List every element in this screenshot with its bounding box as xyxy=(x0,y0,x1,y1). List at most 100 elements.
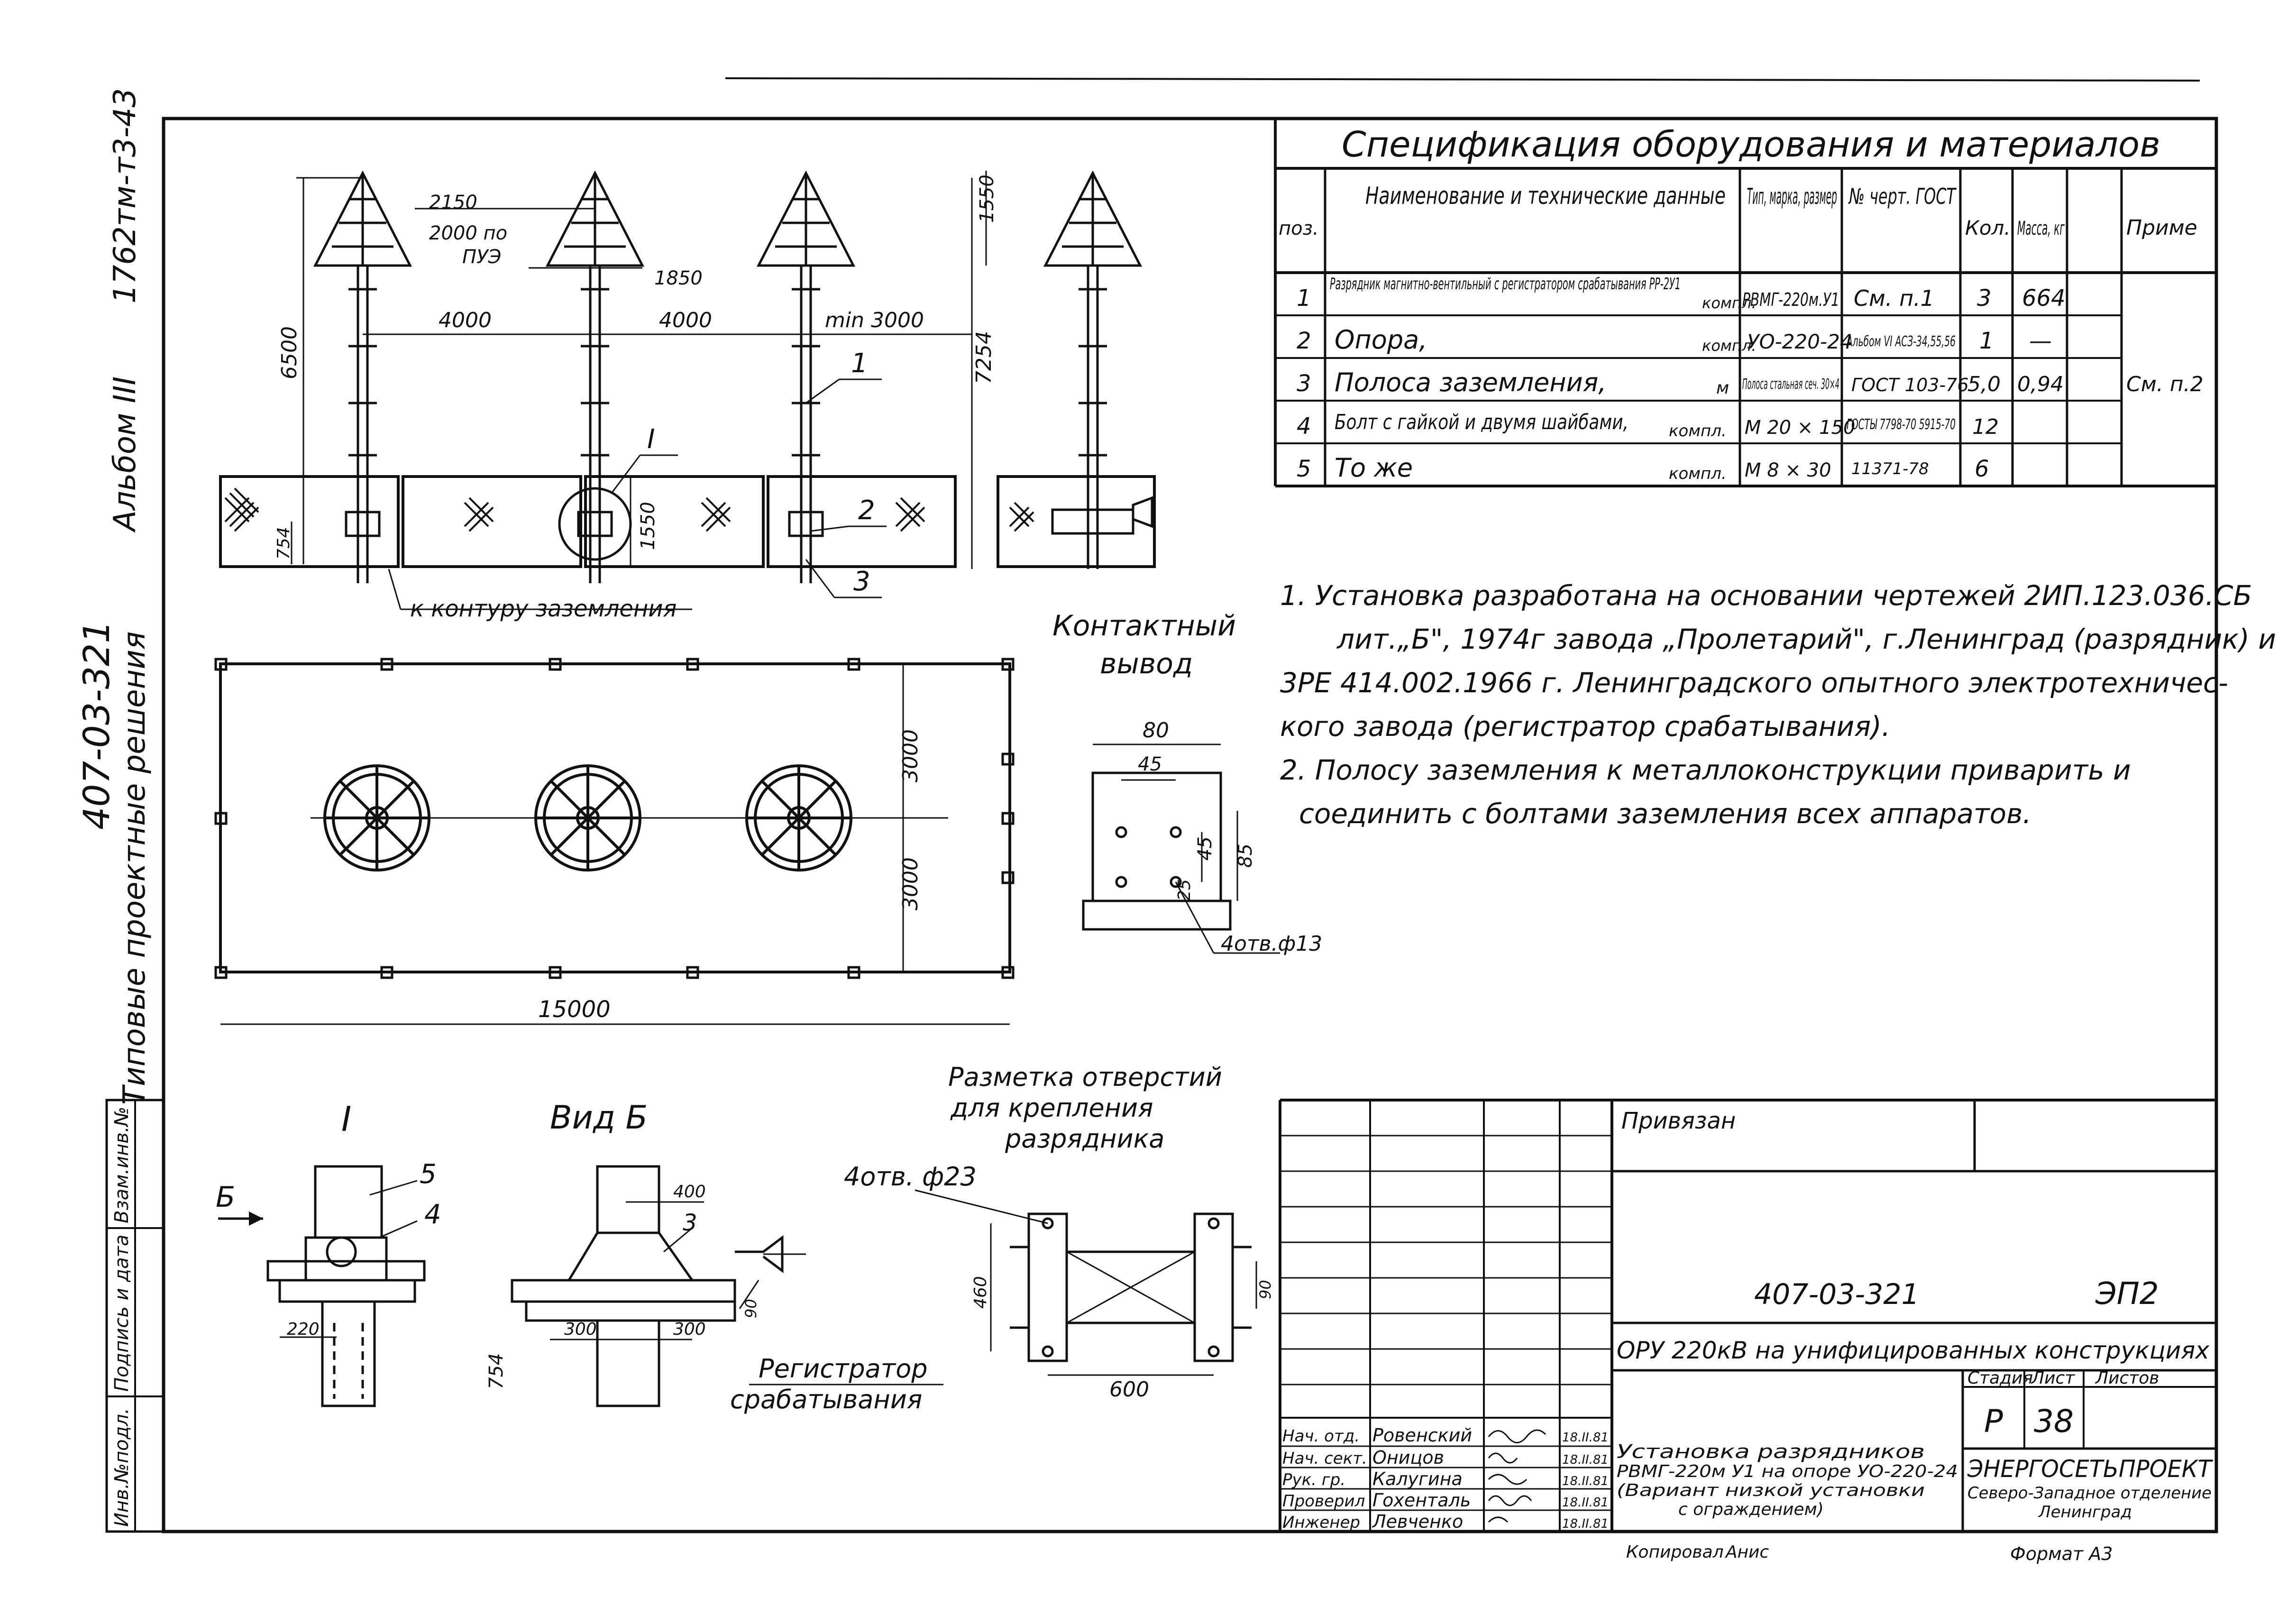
callout-I: I xyxy=(647,424,655,455)
svg-text:Опора,: Опора, xyxy=(1335,325,1427,355)
top-trim-line xyxy=(725,77,2200,82)
dim-4000b: 4000 xyxy=(659,308,712,332)
callout-1: 1 xyxy=(851,348,868,379)
side-album: Альбом III xyxy=(108,376,143,533)
dim-600: 600 xyxy=(1109,1377,1149,1402)
svg-text:4: 4 xyxy=(1297,413,1311,440)
svg-text:18.II.81: 18.II.81 xyxy=(1562,1517,1609,1531)
svg-text:2: 2 xyxy=(1297,328,1311,354)
tb-person-1: Нач. отд. Ровенский 18.II.81 xyxy=(1282,1425,1609,1446)
tb-stage: Р xyxy=(1984,1403,2003,1440)
svg-text:1: 1 xyxy=(1297,285,1311,312)
svg-text:Ровенский: Ровенский xyxy=(1372,1425,1472,1446)
svg-text:компл.: компл. xyxy=(1669,422,1727,440)
dim-220: 220 xyxy=(287,1320,320,1339)
label-holes-13: 4отв.ф13 xyxy=(1221,932,1322,956)
arrester-3 xyxy=(756,170,856,583)
dim-25: 25 xyxy=(1175,879,1194,901)
dim-754: 754 xyxy=(274,527,293,560)
spec-row-4: 4 Болт с гайкой и двумя шайбами, компл. … xyxy=(1297,410,1999,440)
dim-1850: 1850 xyxy=(654,267,703,289)
svg-text:Нач. отд.: Нач. отд. xyxy=(1282,1427,1360,1446)
dim-300b: 300 xyxy=(673,1320,706,1339)
callout-5: 5 xyxy=(420,1159,437,1190)
spec-h-qty: Кол. xyxy=(1965,216,2011,239)
sheet-frame xyxy=(162,117,2218,1533)
contact-title-2: вывод xyxy=(1100,647,1193,680)
svg-text:То же: То же xyxy=(1335,453,1413,483)
side-code: 1762тм-т3-43 xyxy=(108,88,143,303)
dim-45b: 45 xyxy=(1194,836,1216,861)
label-reg-1: Регистратор xyxy=(759,1354,928,1384)
svg-text:Рук. гр.: Рук. гр. xyxy=(1282,1470,1345,1489)
spec-title: Спецификация оборудования и материалов xyxy=(1342,124,2160,165)
dim-300a: 300 xyxy=(564,1320,597,1339)
tb-copied: Копировал xyxy=(1626,1542,1724,1562)
spec-row-1: 1 Разрядник магнитно-вентильный с регист… xyxy=(1297,275,2066,312)
tb-object: ОРУ 220кВ на унифицированных конструкция… xyxy=(1617,1337,2209,1364)
front-dimension-lines xyxy=(291,171,987,569)
svg-text:м: м xyxy=(1716,378,1729,398)
arrester-1 xyxy=(313,170,412,583)
tb-org-1: ЭНЕРГОСЕТЬПРОЕКТ xyxy=(1967,1455,2213,1483)
contact-terminal xyxy=(1082,743,1280,954)
dim-3000b: 3000 xyxy=(898,857,923,910)
svg-text:Гохенталь: Гохенталь xyxy=(1372,1490,1471,1511)
dim-80: 80 xyxy=(1143,718,1169,743)
arrow-B-head xyxy=(249,1211,263,1226)
svg-text:3: 3 xyxy=(1297,370,1311,397)
tb-person-5: Инженер Левченко 18.II.81 xyxy=(1282,1511,1609,1532)
tb-org-2: Северо-Западное отделение xyxy=(1967,1484,2212,1503)
front-elevation xyxy=(219,475,1156,568)
svg-text:0,94: 0,94 xyxy=(2017,372,2064,396)
contact-title-1: Контактный xyxy=(1052,609,1236,642)
spec-h-mass: Масса, кг xyxy=(2017,218,2065,239)
dim-min3000: min 3000 xyxy=(825,308,924,332)
tb-person-4: Проверил Гохенталь 18.II.81 xyxy=(1282,1490,1609,1511)
spec-h-type: Тип, марка, размер xyxy=(1747,184,1837,209)
spec-h-doc: № черт. ГОСТ xyxy=(1848,184,1957,209)
svg-text:Калугина: Калугина xyxy=(1372,1468,1463,1489)
marking-title-3: разрядника xyxy=(1005,1124,1164,1154)
svg-text:РВМГ-220м.У1: РВМГ-220м.У1 xyxy=(1742,289,1839,310)
view-I-title: I xyxy=(341,1099,351,1139)
marking-title-2: для крепления xyxy=(950,1093,1153,1123)
note-line-2: лит.„Б", 1974г завода „Пролетарий", г.Ле… xyxy=(1337,623,2276,655)
tb-desc-4: с ограждением) xyxy=(1678,1500,1824,1519)
tb-doc-no: 407-03-321 xyxy=(1754,1278,1920,1311)
dim-2000: 2000 по xyxy=(429,222,507,244)
label-holes-23: 4отв. ф23 xyxy=(844,1162,977,1192)
dim-90b: 90 xyxy=(1256,1280,1274,1299)
stamp-replace: Взам.инв.№ xyxy=(111,1107,133,1223)
svg-text:18.II.81: 18.II.81 xyxy=(1562,1474,1609,1488)
note-line-5: 2. Полосу заземления к металлоконструкци… xyxy=(1280,754,2131,786)
spec-h-pos: поз. xyxy=(1279,218,1319,239)
marking-title-1: Разметка отверстий xyxy=(948,1062,1222,1092)
svg-text:6: 6 xyxy=(1975,456,1989,482)
dim-45a: 45 xyxy=(1138,753,1162,775)
detail-I xyxy=(266,1165,426,1407)
tb-sheets-h: Листов xyxy=(2095,1368,2159,1388)
svg-text:1: 1 xyxy=(1979,328,1994,354)
view-B-title: Вид Б xyxy=(550,1099,648,1137)
svg-text:12: 12 xyxy=(1972,415,1999,439)
tb-copied-sign: Анис xyxy=(1725,1542,1769,1562)
arrester-side-view xyxy=(1043,170,1153,569)
svg-text:5,0: 5,0 xyxy=(1967,372,2001,396)
svg-text:компл.: компл. xyxy=(1669,464,1727,483)
callout-3: 3 xyxy=(853,566,870,597)
svg-text:18.II.81: 18.II.81 xyxy=(1562,1453,1609,1467)
arrow-B-label: Б xyxy=(216,1181,235,1214)
notes-block: 1. Установка разработана на основании че… xyxy=(1280,574,2276,835)
plan-arrester-3 xyxy=(745,764,852,872)
svg-text:664: 664 xyxy=(2022,285,2066,312)
view-B xyxy=(511,1165,806,1407)
tb-desc-1: Установка разрядников xyxy=(1617,1441,1925,1463)
plan-view xyxy=(214,658,1015,1025)
tb-person-2: Нач. сект. Оницов 18.II.81 xyxy=(1282,1447,1609,1468)
spec-table-grid xyxy=(1274,119,2216,487)
svg-text:См. п.2: См. п.2 xyxy=(2126,372,2204,396)
dim-7254: 7254 xyxy=(972,331,996,384)
svg-text:18.II.81: 18.II.81 xyxy=(1562,1431,1609,1445)
